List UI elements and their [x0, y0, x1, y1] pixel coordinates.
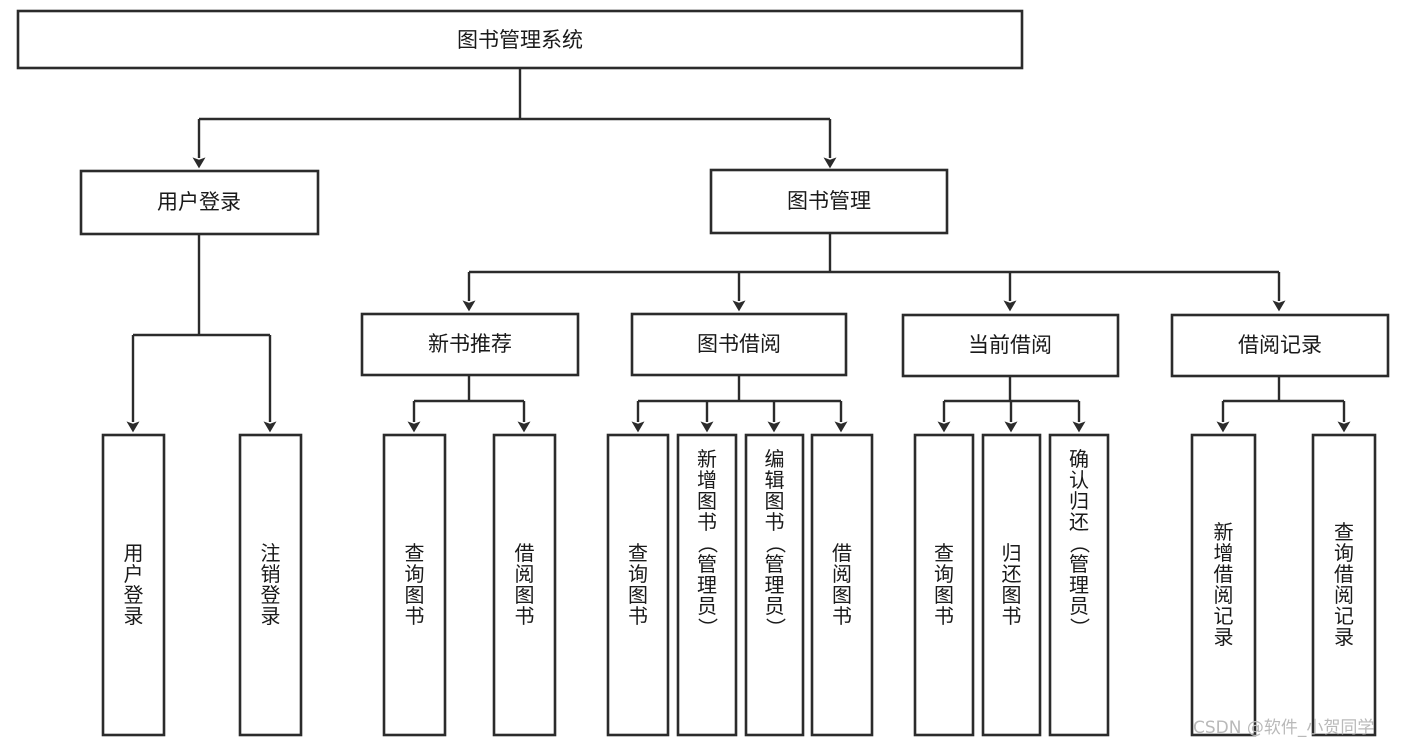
connector-group-borrow-record	[1216, 376, 1351, 433]
node-leaf-add-book[interactable]	[676, 433, 738, 737]
connector-group-book-borrow	[631, 375, 848, 433]
node-current-borrow[interactable]	[901, 313, 1120, 378]
connector-group-book-manage	[462, 233, 1286, 312]
node-root-label: 图书管理系统	[457, 28, 583, 52]
connector-group-user-login	[126, 234, 277, 433]
node-borrow-record[interactable]	[1170, 313, 1390, 378]
node-leaf-borrow-book-2[interactable]	[810, 433, 874, 737]
connector-group-root	[192, 69, 837, 169]
node-leaf-query-book-3[interactable]	[913, 433, 975, 737]
node-book-borrow-label: 图书借阅	[697, 332, 781, 356]
node-leaf-logout[interactable]	[238, 433, 303, 737]
node-user-login[interactable]	[79, 169, 320, 236]
node-leaf-confirm-return[interactable]	[1048, 433, 1110, 737]
connector-group-current-borrow	[937, 376, 1086, 433]
watermark: CSDN @软件_小贺同学	[1193, 718, 1375, 738]
node-root[interactable]	[16, 9, 1024, 70]
node-new-book-rec[interactable]	[360, 312, 580, 377]
connector-group-new-book-rec	[407, 375, 531, 433]
node-book-manage[interactable]	[709, 168, 949, 235]
node-leaf-return-book[interactable]	[981, 433, 1042, 737]
node-current-borrow-label: 当前借阅	[968, 333, 1052, 357]
node-book-borrow[interactable]	[630, 312, 848, 377]
node-user-login-label: 用户登录	[157, 190, 241, 214]
node-leaf-query-book-1[interactable]	[382, 433, 447, 737]
node-leaf-edit-book[interactable]	[744, 433, 805, 737]
node-leaf-add-record[interactable]	[1190, 433, 1257, 737]
node-leaf-query-book-2[interactable]	[606, 433, 670, 737]
node-borrow-record-label: 借阅记录	[1238, 333, 1322, 357]
node-leaf-query-record[interactable]	[1311, 433, 1377, 737]
node-new-book-rec-label: 新书推荐	[428, 332, 512, 356]
node-leaf-borrow-book-1[interactable]	[492, 433, 557, 737]
node-book-manage-label: 图书管理	[787, 189, 871, 213]
node-leaf-user-login[interactable]	[101, 433, 166, 737]
